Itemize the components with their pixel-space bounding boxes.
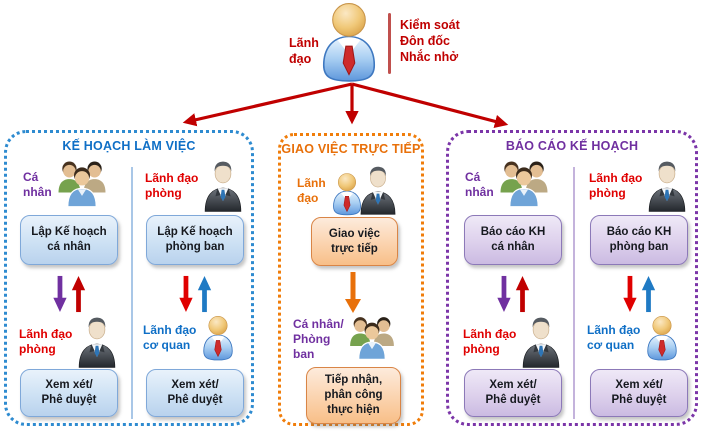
dept-leader-label: Lãnh đạo phòng bbox=[19, 327, 73, 356]
plan-report-group: BÁO CÁO KẾ HOẠCH Cá nhân Lãnh đạo phòng … bbox=[446, 130, 698, 426]
assign-work-box: Giao việc trực tiếp bbox=[311, 217, 398, 266]
review-approve-box: Xem xét/ Phê duyệt bbox=[590, 369, 688, 417]
top-leader-label: Lãnh đạo bbox=[289, 36, 319, 66]
arrow-pair-red-blue bbox=[179, 275, 212, 313]
review-approve-box: Xem xét/ Phê duyệt bbox=[20, 369, 118, 417]
people-group-icon bbox=[499, 160, 548, 208]
arrow-to-right-group bbox=[351, 82, 509, 128]
plan-report-title: BÁO CÁO KẾ HOẠCH bbox=[505, 139, 639, 153]
individual-label: Cá nhân bbox=[465, 170, 494, 199]
middle-role1: Lãnh đạo bbox=[297, 164, 405, 218]
left-col1-role2: Lãnh đạo phòng bbox=[19, 315, 119, 369]
individual-label: Cá nhân bbox=[23, 170, 52, 199]
report-department-box: Báo cáo KH phòng ban bbox=[590, 215, 688, 265]
manager-icon bbox=[79, 317, 116, 368]
review-approve-box: Xem xét/ Phê duyệt bbox=[464, 369, 562, 417]
column-separator bbox=[573, 167, 575, 419]
leader-icon bbox=[322, 2, 376, 82]
dept-leader-label: Lãnh đạo phòng bbox=[589, 171, 643, 200]
review-approve-box: Xem xét/ Phê duyệt bbox=[146, 369, 244, 417]
dept-leader-label: Lãnh đạo phòng bbox=[463, 327, 517, 356]
plan-department-box: Lập Kế hoạch phòng ban bbox=[146, 215, 244, 265]
left-col1-role1: Cá nhân bbox=[23, 159, 109, 211]
right-col2-role2: Lãnh đạo cơ quan bbox=[587, 315, 681, 361]
column-separator bbox=[131, 167, 133, 419]
report-personal-box: Báo cáo KH cá nhân bbox=[464, 215, 562, 265]
leader-icon bbox=[647, 315, 678, 361]
work-plan-group: KẾ HOẠCH LÀM VIỆC Cá nhân Lãnh đạo phòng… bbox=[4, 130, 254, 426]
left-col2-role2: Lãnh đạo cơ quan bbox=[143, 315, 237, 361]
agency-leader-label: Lãnh đạo cơ quan bbox=[587, 323, 641, 352]
direct-assignment-title: GIAO VIỆC TRỰC TIẾP bbox=[281, 142, 421, 156]
work-plan-group-title: KẾ HOẠCH LÀM VIỆC bbox=[62, 139, 196, 153]
receive-assign-box: Tiếp nhận, phân công thực hiện bbox=[306, 367, 401, 424]
manager-icon bbox=[523, 317, 560, 368]
agency-leader-label: Lãnh đạo cơ quan bbox=[143, 323, 197, 352]
divider-line bbox=[388, 13, 391, 74]
middle-role2: Cá nhân/ Phòng ban bbox=[293, 314, 397, 364]
control-activities-text: Kiểm soát Đôn đốc Nhắc nhở bbox=[400, 18, 460, 64]
manager-icon bbox=[649, 161, 686, 212]
plan-personal-box: Lập Kế hoạch cá nhân bbox=[20, 215, 118, 265]
leader-icon bbox=[203, 315, 234, 361]
left-col2-role1: Lãnh đạo phòng bbox=[145, 159, 245, 213]
arrow-to-left-group bbox=[182, 82, 353, 127]
arrow-pair-purple-red bbox=[53, 275, 86, 313]
dept-leader-label: Lãnh đạo phòng bbox=[145, 171, 199, 200]
orange-down-arrow bbox=[345, 272, 361, 313]
people-group-icon bbox=[349, 316, 395, 360]
people-group-icon bbox=[57, 160, 106, 208]
leader-label: Lãnh đạo bbox=[297, 176, 326, 205]
leader-icon bbox=[332, 173, 361, 216]
right-col1-role2: Lãnh đạo phòng bbox=[463, 315, 563, 369]
right-col2-role1: Lãnh đạo phòng bbox=[589, 159, 689, 213]
arrow-pair-red-blue bbox=[623, 275, 656, 313]
individual-department-label: Cá nhân/ Phòng ban bbox=[293, 316, 344, 361]
direct-assignment-group: GIAO VIỆC TRỰC TIẾP Lãnh đạo Giao việc t… bbox=[278, 133, 424, 426]
manager-icon bbox=[205, 161, 242, 212]
arrow-pair-purple-red bbox=[497, 275, 530, 313]
leader-and-manager-icons bbox=[329, 164, 405, 218]
right-col1-role1: Cá nhân bbox=[465, 159, 551, 211]
